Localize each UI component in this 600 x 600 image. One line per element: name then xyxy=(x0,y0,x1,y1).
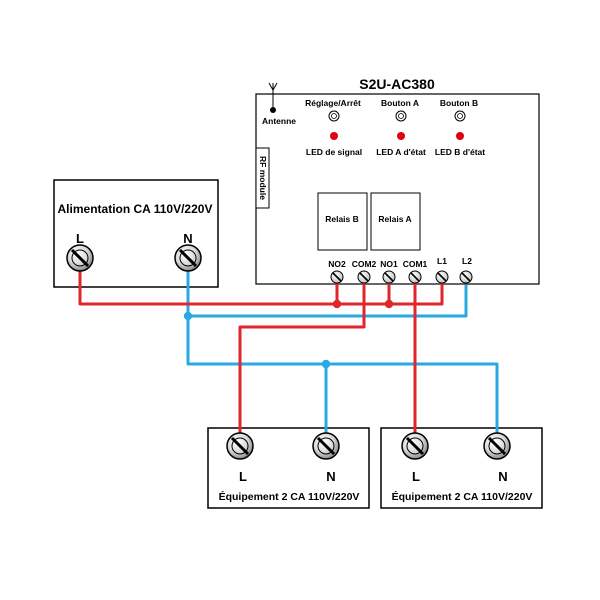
antenna-label: Antenne xyxy=(262,116,296,126)
terminal-no1-icon xyxy=(382,270,396,284)
signal-led-label: LED de signal xyxy=(306,147,362,157)
terminal-com2-icon xyxy=(357,270,371,284)
led-b-icon xyxy=(456,132,464,140)
terminal-l2-label: L2 xyxy=(462,256,472,266)
terminal-com2-label: COM2 xyxy=(352,259,377,269)
led-a-icon xyxy=(397,132,405,140)
equipment-1-n-label: N xyxy=(326,469,335,484)
terminal-l1-icon xyxy=(435,270,449,284)
signal-led-icon xyxy=(330,132,338,140)
terminal-no2-label: NO2 xyxy=(328,259,346,269)
equipment-1-l-terminal-icon xyxy=(226,432,254,460)
relay-a-label: Relais A xyxy=(378,214,411,224)
button-a[interactable] xyxy=(395,110,407,122)
equipment-2-l-terminal-icon xyxy=(401,432,429,460)
relay-b xyxy=(317,192,368,251)
equipment-2-title: Équipement 2 CA 110V/220V xyxy=(392,490,533,503)
rf-module xyxy=(255,147,270,209)
equipment-1-title: Équipement 2 CA 110V/220V xyxy=(219,490,360,503)
power-supply-title: Alimentation CA 110V/220V xyxy=(58,202,213,216)
controller-module: S2U-AC380 Antenne Réglage/Arrêt Bouton A… xyxy=(255,76,540,285)
live-wires xyxy=(78,270,444,438)
junction-dots xyxy=(183,299,394,369)
button-b[interactable] xyxy=(454,110,466,122)
antenna-icon xyxy=(268,82,278,113)
button-a-label: Bouton A xyxy=(381,98,419,108)
power-supply-l-terminal-icon xyxy=(66,244,94,272)
terminal-com1-icon xyxy=(408,270,422,284)
equipment-2-n-label: N xyxy=(498,469,507,484)
relay-b-label: Relais B xyxy=(325,214,359,224)
terminal-no1-label: NO1 xyxy=(380,259,398,269)
led-a-label: LED A d'état xyxy=(376,147,426,157)
controller-terminals xyxy=(330,270,473,284)
power-supply-n-label: N xyxy=(183,231,192,246)
led-b-label: LED B d'état xyxy=(435,147,485,157)
button-b-label: Bouton B xyxy=(440,98,478,108)
terminal-l2-icon xyxy=(459,270,473,284)
equipment-1-n-terminal-icon xyxy=(312,432,340,460)
equipment-2-l-label: L xyxy=(412,469,420,484)
power-supply-n-terminal-icon xyxy=(174,244,202,272)
setting-button-label: Réglage/Arrêt xyxy=(305,98,361,108)
relay-a xyxy=(370,192,421,251)
setting-button[interactable] xyxy=(328,110,340,122)
terminal-l1-label: L1 xyxy=(437,256,447,266)
rf-module-label: RF module xyxy=(258,156,268,200)
equipment-2-n-terminal-icon xyxy=(483,432,511,460)
equipment-1-l-label: L xyxy=(239,469,247,484)
model-title: S2U-AC380 xyxy=(359,76,435,92)
terminal-no2-icon xyxy=(330,270,344,284)
neutral-wires xyxy=(186,270,499,438)
power-supply-l-label: L xyxy=(76,231,84,246)
terminal-com1-label: COM1 xyxy=(403,259,428,269)
